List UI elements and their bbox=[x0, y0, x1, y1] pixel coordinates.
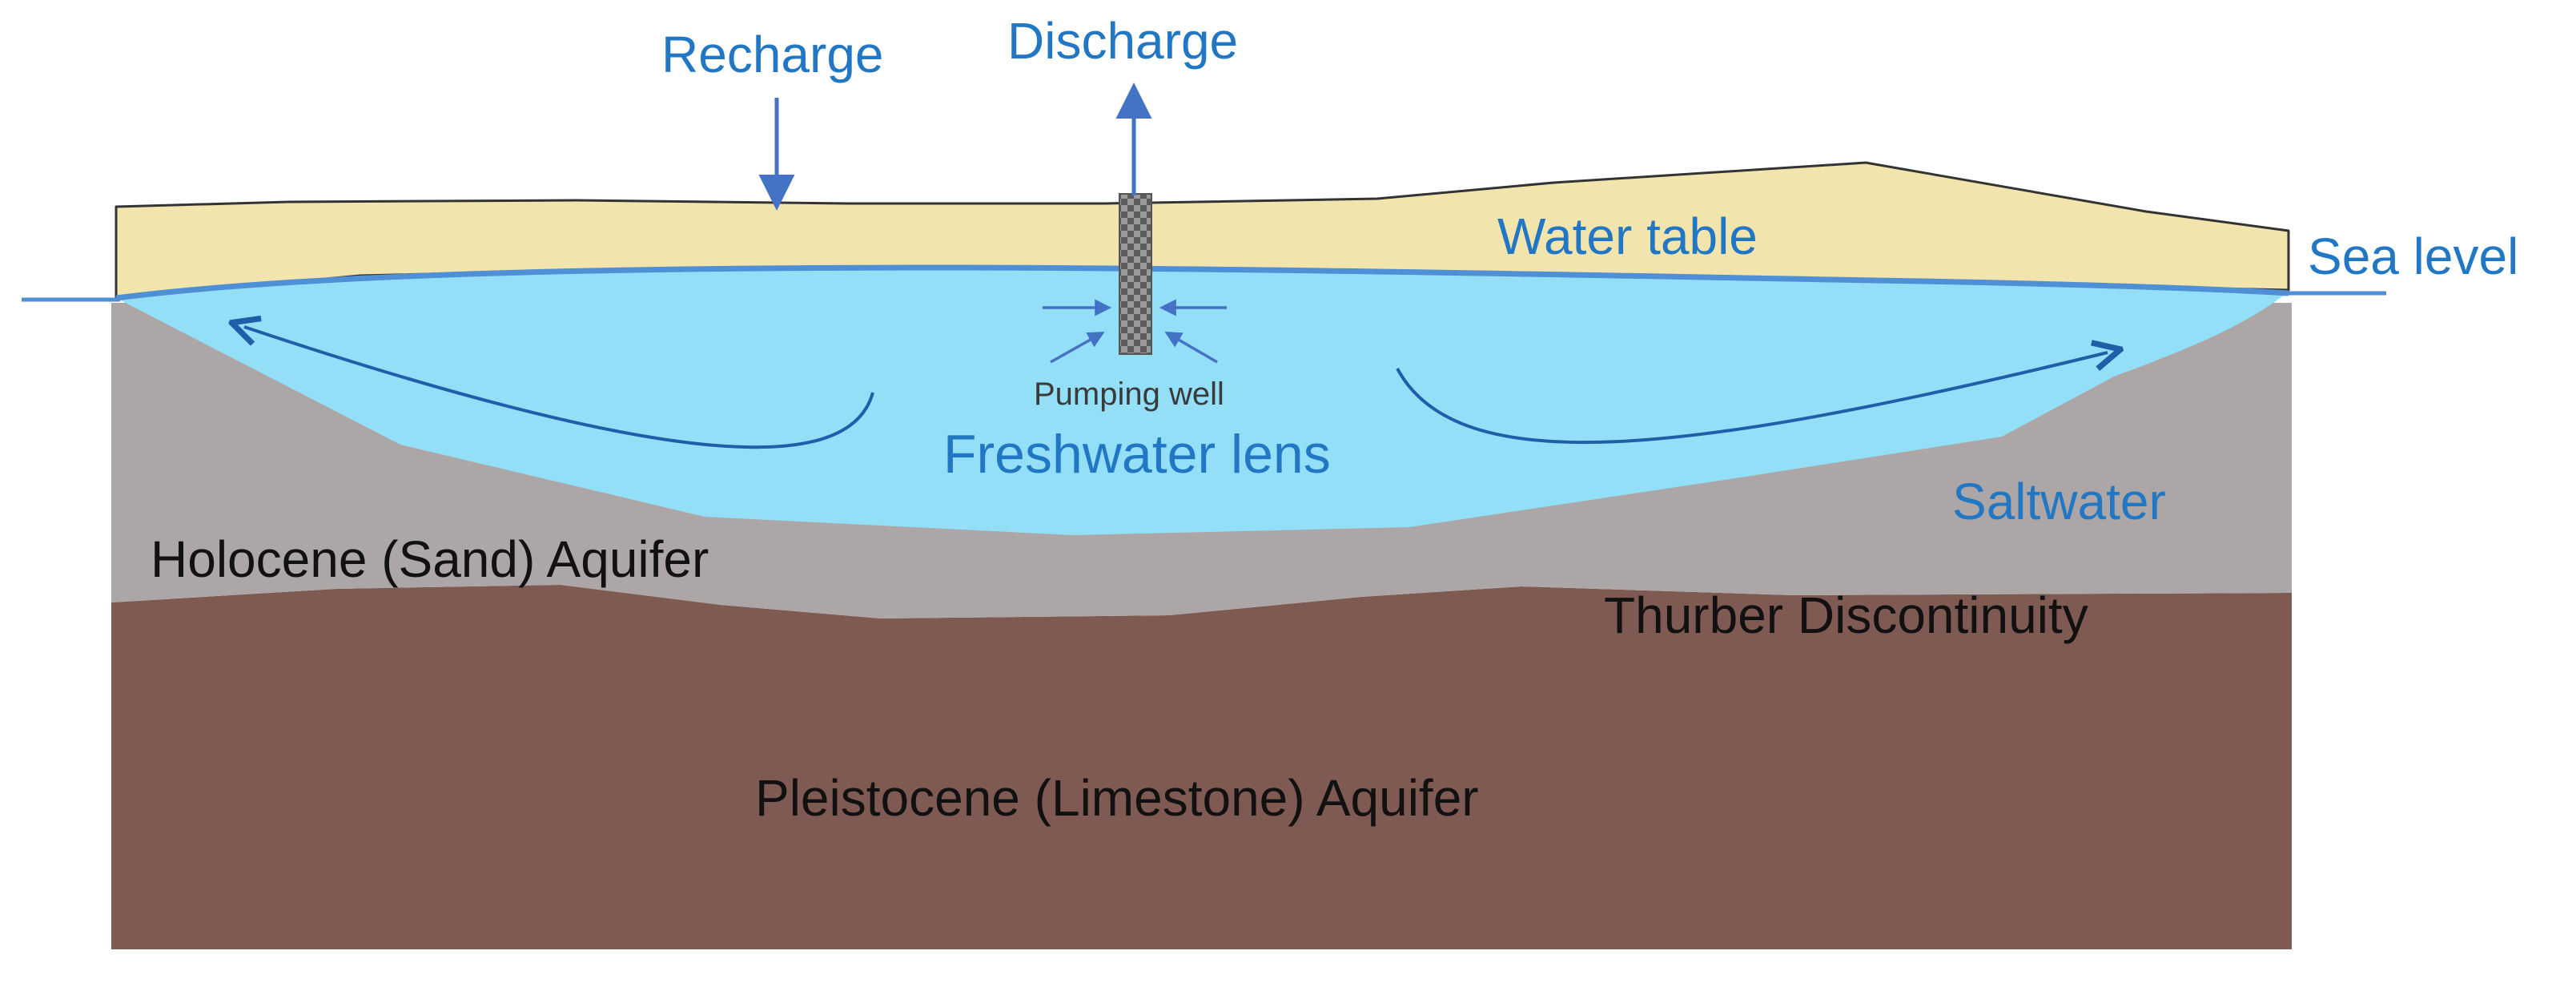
holocene-aquifer-label: Holocene (Sand) Aquifer bbox=[151, 530, 709, 588]
saltwater-label: Saltwater bbox=[1952, 473, 2166, 530]
pumping-well-label: Pumping well bbox=[1034, 377, 1224, 412]
well-inflow-arrow-right-lower bbox=[1164, 331, 1218, 364]
flow-arrow-right bbox=[1396, 353, 2108, 445]
water-table-label: Water table bbox=[1497, 207, 1758, 265]
pleistocene-aquifer-layer bbox=[111, 585, 2292, 949]
water-table-line bbox=[115, 264, 2289, 301]
freshwater-lens bbox=[116, 268, 2289, 535]
pleistocene-aquifer-label: Pleistocene (Limestone) Aquifer bbox=[755, 769, 1479, 827]
pumping-well bbox=[1119, 193, 1152, 355]
discharge-label: Discharge bbox=[1007, 12, 1238, 70]
recharge-label: Recharge bbox=[661, 26, 884, 83]
freshwater-lens-label: Freshwater lens bbox=[943, 424, 1331, 485]
thurber-discontinuity-label: Thurber Discontinuity bbox=[1604, 586, 2088, 644]
sea-level-label: Sea level bbox=[2308, 228, 2518, 285]
well-inflow-arrow-left-lower bbox=[1050, 331, 1105, 364]
flow-arrow-left bbox=[244, 327, 874, 449]
